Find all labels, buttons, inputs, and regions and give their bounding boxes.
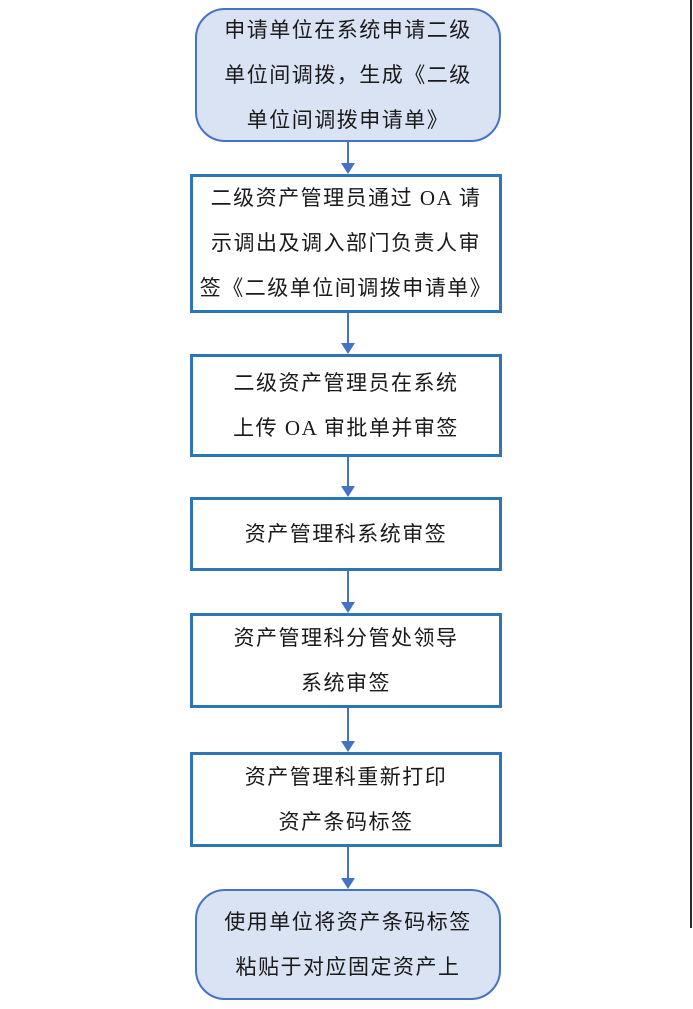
page-right-edge-line xyxy=(690,0,692,928)
flow-node-start: 申请单位在系统申请二级 单位间调拨，生成《二级 单位间调拨申请单》 xyxy=(195,8,501,142)
arrow-down-icon xyxy=(341,486,355,497)
flow-arrow-4 xyxy=(341,571,355,613)
arrow-down-icon xyxy=(341,343,355,354)
flow-node-leader-sign: 资产管理科分管处领导 系统审签 xyxy=(190,613,502,708)
flow-node-reprint-barcode: 资产管理科重新打印 资产条码标签 xyxy=(190,752,502,847)
arrow-down-icon xyxy=(341,741,355,752)
arrow-line xyxy=(347,457,349,486)
arrow-down-icon xyxy=(341,163,355,174)
flow-arrow-1 xyxy=(341,142,355,174)
flow-arrow-2 xyxy=(341,313,355,354)
flow-node-upload-oa-form: 二级资产管理员在系统 上传 OA 审批单并审签 xyxy=(190,354,502,457)
flow-node-oa-approval: 二级资产管理员通过 OA 请 示调出及调入部门负责人审 签《二级单位间调拨申请单… xyxy=(190,174,502,313)
arrow-line xyxy=(347,571,349,602)
arrow-line xyxy=(347,708,349,741)
arrow-down-icon xyxy=(341,878,355,889)
arrow-down-icon xyxy=(341,602,355,613)
arrow-line xyxy=(347,142,349,163)
flow-node-asset-dept-sign: 资产管理科系统审签 xyxy=(190,497,502,571)
flow-node-end: 使用单位将资产条码标签 粘贴于对应固定资产上 xyxy=(195,889,501,1000)
flow-arrow-3 xyxy=(341,457,355,497)
flow-arrow-5 xyxy=(341,708,355,752)
arrow-line xyxy=(347,313,349,343)
flow-arrow-6 xyxy=(341,847,355,889)
arrow-line xyxy=(347,847,349,878)
